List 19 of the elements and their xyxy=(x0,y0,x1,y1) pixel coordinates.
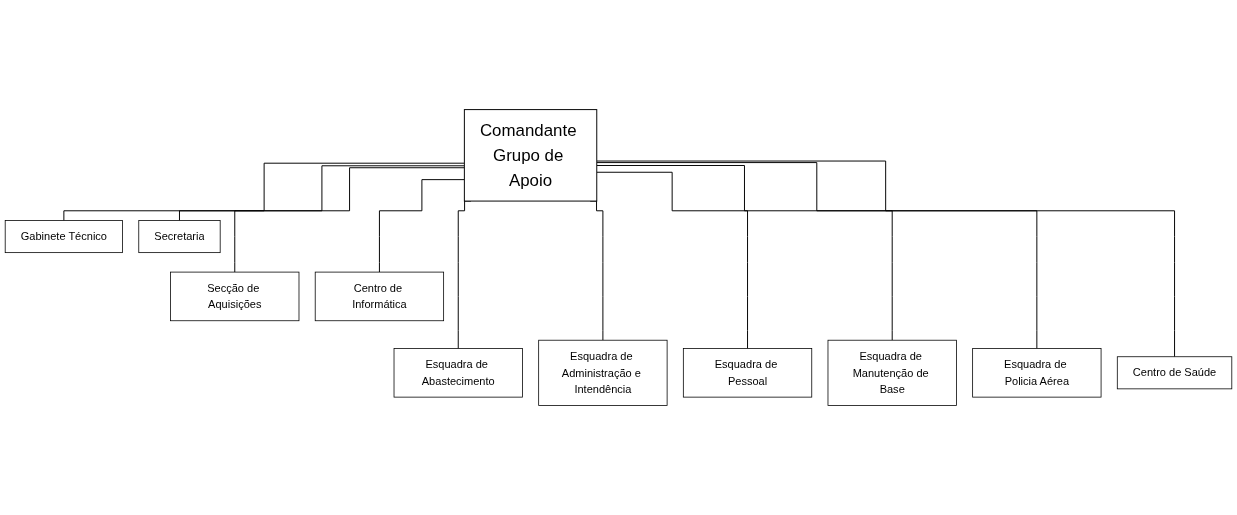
connector xyxy=(596,171,749,349)
connector xyxy=(596,165,893,341)
connector xyxy=(596,160,1176,358)
node-box: Centro de Saúde xyxy=(1116,356,1233,390)
connector xyxy=(596,162,1038,349)
node-box: Secção de Aquisições xyxy=(170,271,300,322)
connector xyxy=(179,165,465,221)
node-box: Esquadra de Pessoal xyxy=(682,348,813,398)
node-box: Gabinete Técnico xyxy=(4,220,123,253)
node-box: Comandante Grupo de Apoio xyxy=(463,109,598,202)
node-box: Centro de Informática xyxy=(314,271,445,322)
node-box: Esquadra de Abastecimento xyxy=(393,348,523,398)
connector xyxy=(234,167,465,273)
connector xyxy=(378,179,465,273)
node-box: Esquadra de Policia Aérea xyxy=(972,348,1102,398)
connector xyxy=(63,162,465,221)
node-box: Secretaria xyxy=(138,220,221,253)
node-box: Esquadra de Administração e Intendência xyxy=(538,339,668,406)
node-box: Esquadra de Manutenção de Base xyxy=(827,339,957,406)
